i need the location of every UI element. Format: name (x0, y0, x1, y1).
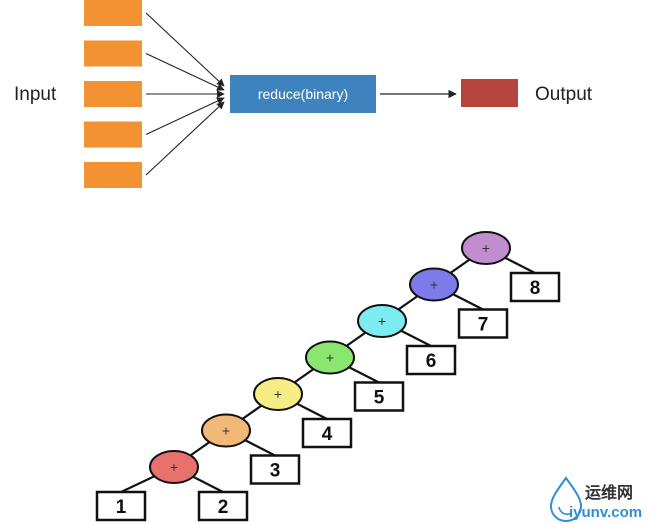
watermark-site-url: iyunv.com (569, 504, 642, 521)
watermark-site-cn: 运维网 (585, 483, 633, 502)
sum-node: + (253, 377, 303, 411)
input-box (84, 40, 142, 67)
leaf-box: 5 (353, 381, 405, 412)
leaf-box: 1 (95, 490, 147, 522)
plus-operator: + (326, 350, 334, 366)
reduce-flow: Input reduce(binary) Output (14, 0, 593, 188)
leaf-value: 3 (270, 461, 281, 482)
sum-node: + (357, 304, 407, 338)
leaf-value: 8 (530, 278, 541, 299)
input-arrow (145, 101, 225, 176)
input-box (84, 81, 142, 107)
input-arrow (145, 53, 225, 91)
input-arrows (145, 12, 225, 176)
leaf-box: 7 (457, 308, 509, 339)
sum-node: + (201, 413, 251, 448)
sum-node: + (149, 450, 199, 484)
input-box (84, 121, 142, 148)
plus-operator: + (378, 313, 386, 329)
leaf-value: 2 (218, 497, 229, 518)
leaf-value: 1 (116, 497, 127, 518)
sum-node: + (409, 267, 459, 302)
output-box (461, 79, 518, 107)
leaf-value: 6 (426, 351, 437, 372)
input-label: Input (14, 84, 57, 105)
leaf-box: 3 (249, 454, 301, 485)
plus-operator: + (482, 240, 490, 256)
plus-operator: + (222, 423, 230, 439)
leaf-box: 6 (405, 344, 457, 376)
sum-node: + (305, 340, 355, 375)
reduction-tree: + + + + + + + 1 2 3 4 5 6 7 8 (95, 231, 561, 522)
droplet-icon (549, 476, 583, 523)
sum-node: + (461, 231, 511, 265)
reduce-box (230, 75, 376, 113)
input-box (84, 162, 142, 188)
leaf-box: 2 (197, 490, 249, 522)
reduce-label: reduce(binary) (258, 86, 348, 102)
output-label: Output (535, 84, 593, 105)
plus-operator: + (170, 459, 178, 475)
tree-leaves: 1 2 3 4 5 6 7 8 (95, 271, 561, 522)
leaf-box: 4 (301, 417, 353, 449)
leaf-value: 7 (478, 315, 489, 336)
tree-nodes: + + + + + + + (149, 231, 511, 484)
watermark: 运维网 iyunv.com (549, 476, 642, 523)
input-box (84, 0, 142, 26)
leaf-value: 4 (322, 424, 333, 445)
leaf-value: 5 (374, 388, 385, 409)
plus-operator: + (430, 277, 438, 293)
leaf-box: 8 (509, 271, 561, 303)
plus-operator: + (274, 386, 282, 402)
input-arrow (145, 97, 225, 135)
input-arrow (145, 12, 225, 87)
input-boxes (84, 0, 142, 188)
